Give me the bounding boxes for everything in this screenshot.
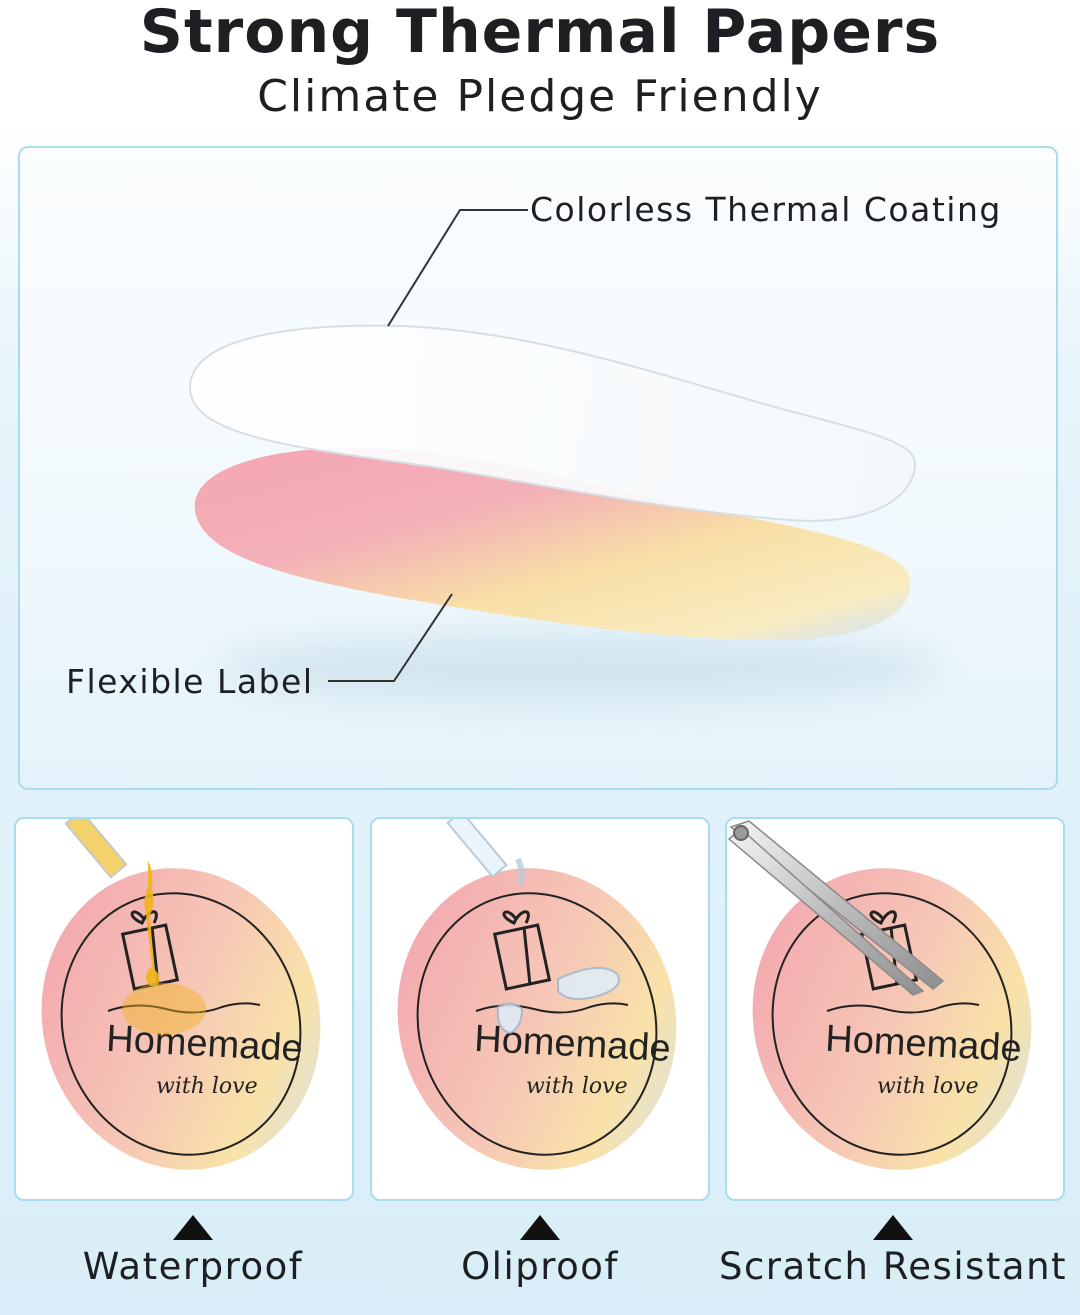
sticker-wave-line xyxy=(107,1002,261,1014)
layer-diagram xyxy=(188,209,940,702)
sticker-main-text: Homemade xyxy=(824,1018,1022,1070)
sticker-script-text: with love xyxy=(877,1074,979,1099)
sticker-border xyxy=(60,892,302,1156)
sticker-script-text: with love xyxy=(156,1074,258,1099)
feature-label-scratch-resistant: Scratch Resistant xyxy=(718,1245,1068,1288)
sticker-main-text: Homemade xyxy=(105,1018,303,1070)
page-title: Strong Thermal Papers xyxy=(139,0,941,67)
oilproof-illustration: Homemade with love xyxy=(397,819,677,1170)
feature-label-waterproof: Waterproof xyxy=(82,1245,304,1288)
oilproof-card: Homemade with love xyxy=(370,817,710,1201)
pointer-up-icon xyxy=(520,1215,560,1240)
tweezers-icon xyxy=(727,820,945,996)
sticker-disc xyxy=(397,868,677,1170)
waterproof-card: Homemade with love xyxy=(14,817,354,1201)
pointer-up-icon xyxy=(173,1215,213,1240)
sticker-border xyxy=(416,892,658,1156)
pointer-up-icon xyxy=(873,1215,913,1240)
scratch-resistant-illustration: Homemade with love xyxy=(727,820,1032,1170)
sticker-border xyxy=(771,892,1013,1156)
oil-dropper-icon xyxy=(64,819,160,987)
water-drop-spill xyxy=(557,966,620,1000)
flexible-label-callout: Flexible Label xyxy=(66,662,314,701)
gift-icon xyxy=(492,910,552,991)
sticker-script-text: with love xyxy=(526,1074,628,1099)
oil-spill xyxy=(122,983,206,1035)
thermal-coating-layer xyxy=(188,324,917,522)
layer-diagram-panel: Colorless Thermal Coating Flexible Label xyxy=(18,146,1058,790)
page-subtitle: Climate Pledge Friendly xyxy=(257,71,823,122)
sticker-wave-line xyxy=(826,1002,980,1014)
coating-leader-line xyxy=(387,209,528,327)
sticker-disc xyxy=(752,868,1032,1170)
feature-label-oliproof: Oliproof xyxy=(461,1245,619,1288)
layer-shadow xyxy=(220,634,940,702)
water-drop-spill-2 xyxy=(496,1002,524,1035)
water-dropper-icon xyxy=(446,819,525,886)
scratch-resistant-card: Homemade with love xyxy=(725,817,1065,1201)
sticker-disc xyxy=(41,868,321,1170)
flexible-label-layer xyxy=(194,448,911,641)
waterproof-illustration: Homemade with love xyxy=(41,819,321,1170)
label-leader-line xyxy=(328,593,453,682)
coating-callout-label: Colorless Thermal Coating xyxy=(530,190,1002,229)
